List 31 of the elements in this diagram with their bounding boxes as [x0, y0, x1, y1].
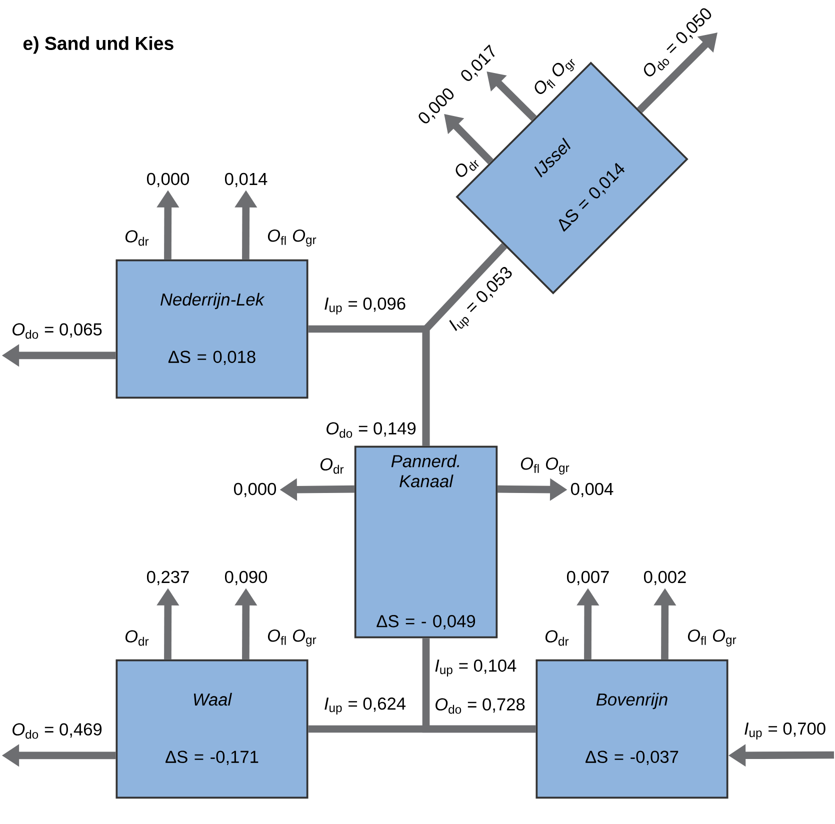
edge-label: O$_{dr}$ [125, 230, 149, 246]
edge-label: O$_{do}$ = 0,469 [12, 723, 102, 739]
value-label: 0,090 [225, 570, 268, 586]
edge-label: O$_{fl}$ O$_{gr}$ [268, 629, 316, 646]
river-box: Pannerd. Kanaal ΔS = - 0,049 [354, 446, 498, 638]
flow-label: O$_{do}$ = 0,728 [436, 698, 525, 714]
value-label: 0,237 [147, 570, 189, 586]
value-label: 0,007 [566, 570, 609, 586]
value-label: 0,002 [644, 570, 686, 586]
edge-label: O$_{dr}$ [125, 630, 149, 646]
edge-label: O$_{fl}$ O$_{gr}$ [688, 629, 736, 646]
edge-label: O$_{dr}$ [545, 630, 569, 646]
edge-label: O$_{fl}$ O$_{gr}$ [520, 457, 570, 474]
value-label: 0,014 [225, 172, 268, 188]
river-box: Waal ΔS = -0,171 [116, 659, 308, 799]
value-label: 0,000 [147, 172, 190, 188]
edge-label: O$_{do}$ = 0,065 [12, 323, 102, 339]
edge-label: I$_{up}$ = 0,096 [324, 297, 406, 314]
river-box: Nederrijn-Lek ΔS = 0,018 [116, 259, 308, 399]
edge-label: O$_{dr}$ [320, 458, 344, 474]
edge-label: I$_{up}$ = 0,700 [744, 722, 826, 740]
edge-label: I$_{up}$ = 0,624 [324, 697, 406, 714]
edge-label: O$_{fl}$ O$_{gr}$ [268, 229, 316, 246]
flow-label: O$_{do}$ = 0,149 [326, 422, 416, 438]
edge-label: I$_{up}$ = 0,104 [435, 659, 516, 676]
river-box: Bovenrijn ΔS = -0,037 [536, 659, 728, 799]
value-label: 0,004 [570, 482, 614, 498]
value-label: 0,000 [234, 482, 276, 498]
title: e) Sand und Kies [23, 36, 174, 54]
edge-label: O$_{fl}$ O$_{gr}$ [534, 58, 575, 94]
edge-label: O$_{dr}$ [456, 160, 479, 177]
